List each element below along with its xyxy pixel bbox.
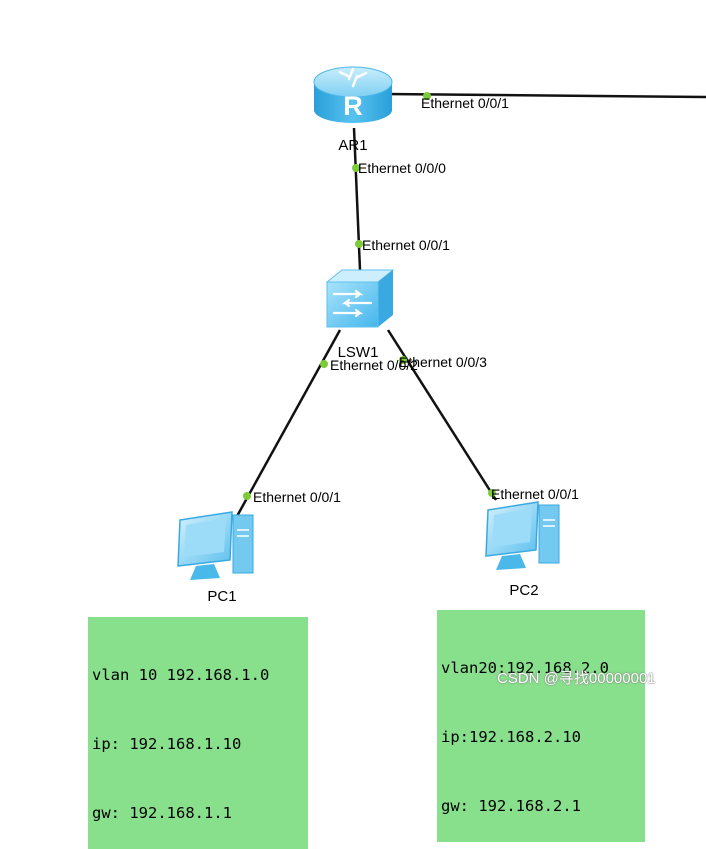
port-dot (488, 489, 496, 497)
pc2[interactable]: PC2 (485, 501, 560, 599)
router-name: AR1 (338, 137, 367, 154)
port-dot (355, 240, 363, 248)
port-dot (320, 360, 328, 368)
pc1-config-note: vlan 10 192.168.1.0 ip: 192.168.1.10 gw:… (88, 617, 308, 849)
note-line: vlan 10 192.168.1.0 (92, 666, 270, 684)
port-label-ar1-uplink: Ethernet 0/0/1 (421, 95, 509, 111)
router-icon: R (313, 66, 393, 123)
pc1-name: PC1 (207, 588, 236, 605)
port-dot (399, 356, 407, 364)
port-label-lsw1-pc1: Ethernet 0/0/2 (330, 357, 418, 373)
note-line: ip:192.168.2.10 (441, 728, 581, 746)
port-label-ar1-down: Ethernet 0/0/0 (358, 160, 446, 176)
switch-lsw1[interactable]: LSW1 (325, 269, 395, 361)
note-line: gw: 192.168.1.1 (92, 804, 232, 822)
link-ar1-uplink[interactable] (384, 92, 706, 99)
port-label-pc1: Ethernet 0/0/1 (253, 489, 341, 505)
port-dot (243, 492, 251, 500)
svg-text:R: R (343, 91, 363, 121)
watermark: CSDN @寻找00000001 (497, 670, 656, 687)
port-dot (423, 92, 431, 100)
port-label-lsw1-up: Ethernet 0/0/1 (362, 237, 450, 253)
pc-icon (485, 501, 560, 570)
switch-icon (325, 269, 395, 328)
port-label-pc2: Ethernet 0/0/1 (491, 486, 579, 502)
port-label-lsw1-pc2: Ethernet 0/0/3 (399, 354, 487, 370)
links (234, 92, 706, 519)
router-ar1[interactable]: R AR1 (313, 66, 393, 154)
pc1[interactable]: PC1 (177, 511, 254, 605)
note-line: vlan20:192.168.2.0 (441, 659, 609, 677)
note-line: ip: 192.168.1.10 (92, 735, 242, 753)
pc2-name: PC2 (509, 582, 538, 599)
topology-diagram: R AR1 LSW1 PC1 (177, 66, 706, 605)
note-line: gw: 192.168.2.1 (441, 797, 581, 815)
port-dots (243, 92, 496, 500)
pc2-config-note: vlan20:192.168.2.0 ip:192.168.2.10 gw: 1… (437, 610, 645, 842)
port-labels: Ethernet 0/0/1 Ethernet 0/0/0 Ethernet 0… (253, 95, 579, 505)
switch-name: LSW1 (338, 344, 379, 361)
port-dot (352, 164, 360, 172)
pc-icon (177, 511, 254, 580)
